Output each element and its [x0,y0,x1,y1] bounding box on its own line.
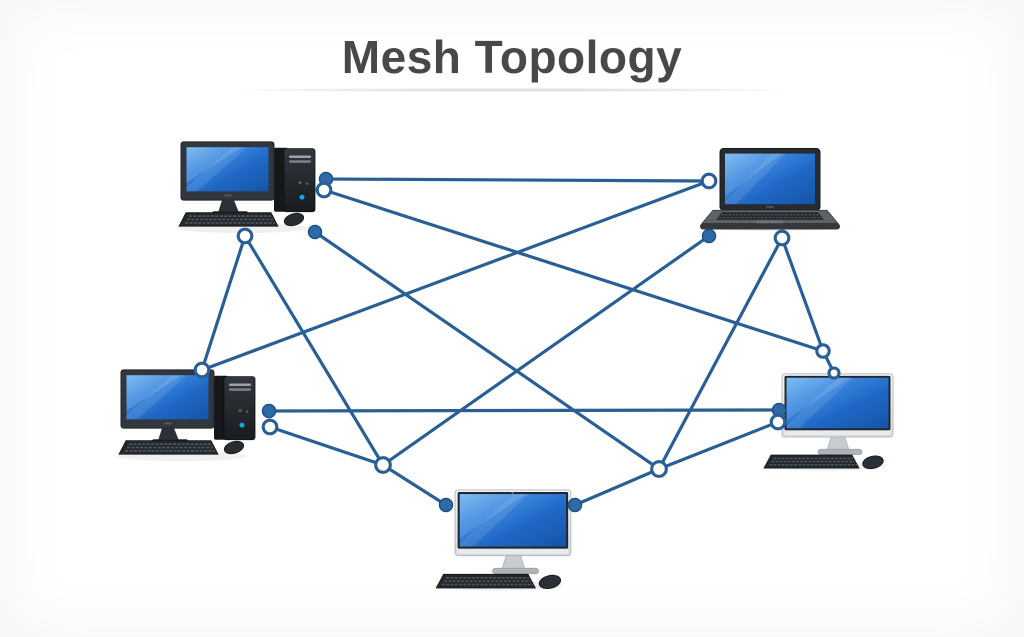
network-link-j2-e2 [573,467,661,507]
connection-node-d1 [827,366,841,380]
network-link-a2-j3 [322,188,825,353]
monitor-bottom [433,489,572,592]
desktop-mid-left [116,368,256,462]
diagram-title: Mesh Topology [341,31,683,83]
network-link-a4-j2 [313,230,661,471]
desktop-top-left [176,140,316,234]
connection-node-e1 [438,497,454,513]
connection-node-j3 [815,343,831,359]
links-layer [200,177,836,507]
network-link-b2-j1 [381,234,711,467]
connection-node-b1 [700,172,718,190]
connection-node-b3 [773,229,791,247]
network-link-d3-j2 [657,420,780,471]
title-underline-shadow [232,88,792,92]
network-link-c1-b1 [200,179,711,372]
network-link-a1-b1 [324,177,711,183]
laptop-top-right [700,147,840,232]
connection-node-b2 [701,228,717,244]
connection-node-a2 [315,181,333,199]
connection-node-a4 [307,224,323,240]
connection-node-e2 [567,497,583,513]
connection-node-j1 [374,456,392,474]
connection-node-c1 [193,361,211,379]
network-link-c2-d2 [267,408,781,413]
connection-node-j2 [650,460,668,478]
network-link-a3-c1 [200,234,247,372]
network-link-b3-j2 [657,236,784,471]
network-link-b3-j3 [780,236,825,353]
connection-node-a3 [236,227,254,245]
network-link-a3-j1 [243,234,385,467]
network-link-c3-j1 [268,425,385,467]
connection-node-c3 [261,418,279,436]
connection-node-c2 [261,403,277,419]
connection-node-d3 [769,413,787,431]
ports-layer [193,171,841,513]
devices-layer [116,140,894,592]
network-link-j1-e1 [381,463,448,507]
